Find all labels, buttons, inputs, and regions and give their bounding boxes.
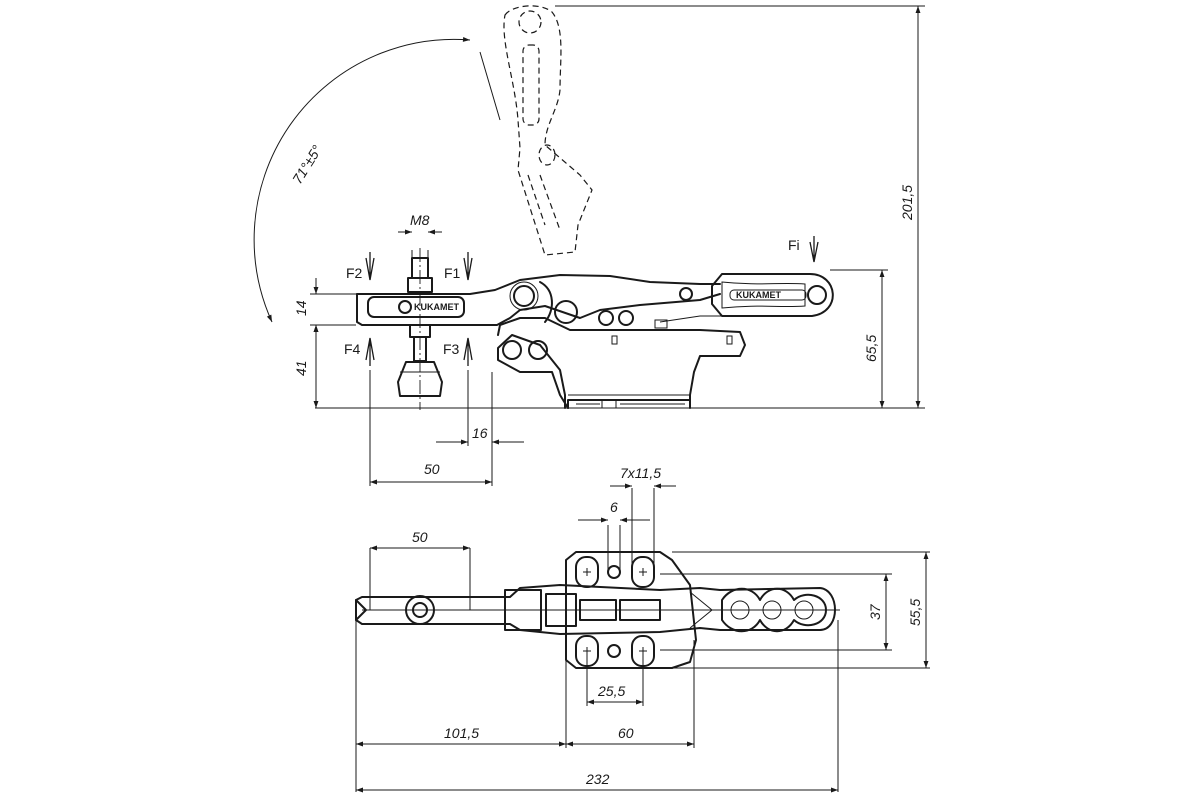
dim-55-5: 55,5 — [907, 599, 923, 626]
force-f4: F4 — [344, 341, 361, 357]
dim-25-5: 25,5 — [597, 683, 625, 699]
dim-65-5: 65,5 — [863, 335, 879, 362]
force-f3: F3 — [443, 341, 460, 357]
dim-41: 41 — [293, 360, 309, 376]
dim-50-side: 50 — [424, 461, 440, 477]
dim-50-top: 50 — [412, 529, 428, 545]
dim-37: 37 — [867, 603, 883, 620]
dim-232: 232 — [585, 771, 610, 787]
dim-14: 14 — [293, 300, 309, 316]
arm-top — [355, 584, 840, 635]
dim-6: 6 — [610, 499, 618, 515]
clamp-base — [497, 317, 746, 409]
open-position-ghost — [503, 5, 593, 256]
dim-7x11-5: 7x11,5 — [620, 465, 661, 481]
brand-text-side: KUKAMET — [414, 302, 459, 312]
thread-label: M8 — [410, 212, 430, 228]
side-view: KUKAMET KUKAMET — [253, 5, 925, 486]
top-view: 7x11,5 6 50 37 55,5 25,5 101,5 60 232 — [355, 465, 930, 793]
angle-label: 71°±5° — [289, 142, 325, 187]
dim-60: 60 — [618, 725, 634, 741]
dim-101-5: 101,5 — [444, 725, 479, 741]
spindle — [397, 248, 443, 410]
dim-16: 16 — [472, 425, 488, 441]
force-f2: F2 — [346, 265, 363, 281]
force-arrows — [365, 236, 819, 366]
force-f1: F1 — [444, 265, 461, 281]
dim-201-5: 201,5 — [899, 185, 915, 221]
handle: KUKAMET — [711, 273, 834, 317]
force-fi: Fi — [788, 237, 800, 253]
brand-text-handle: KUKAMET — [736, 290, 781, 300]
